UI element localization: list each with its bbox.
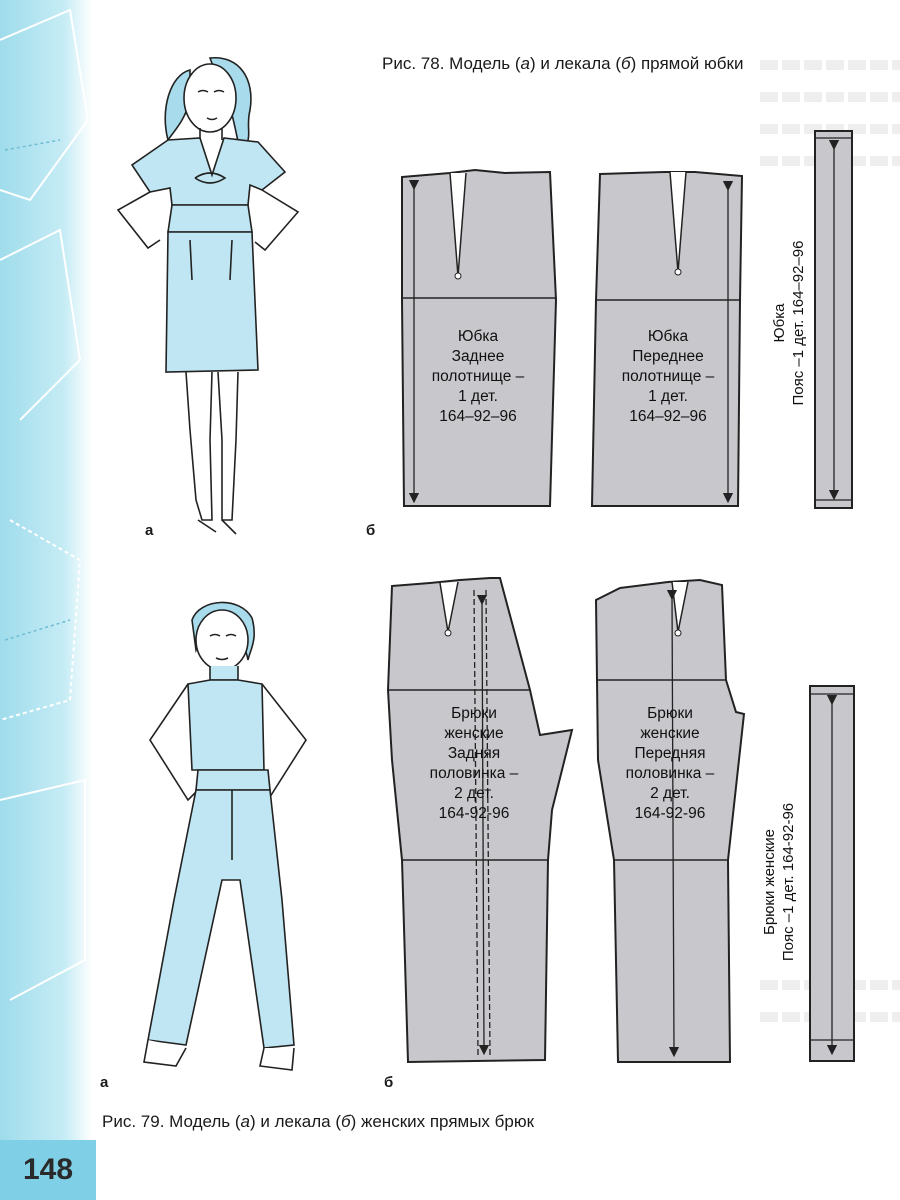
figure-78-label-b: б	[366, 522, 376, 539]
trousers-belt-pattern	[809, 685, 855, 1062]
figure-78-label-a: а	[145, 522, 154, 539]
trousers-belt-label: Брюки женские Пояс –1 дет. 164-92-96	[761, 802, 797, 962]
skirt-model-illustration	[116, 57, 300, 535]
skirt-front-panel-pattern	[590, 171, 744, 507]
skirt-front-panel-label: Юбка Переднее полотнище – 1 дет. 164–92–…	[621, 328, 715, 425]
skirt-belt-label: Юбка Пояс –1 дет. 164–92–96	[771, 240, 807, 406]
page-number-box: 148	[0, 1140, 96, 1200]
trousers-back-panel-pattern	[386, 577, 574, 1064]
skirt-back-panel-pattern	[401, 168, 558, 507]
skirt-back-panel-label: Юбка Заднее полотнище – 1 дет. 164–92–96	[431, 328, 525, 425]
figure-79-label-a: а	[100, 1074, 109, 1091]
figure-79-caption: Рис. 79. Модель (а) и лекала (б) женских…	[102, 1112, 535, 1131]
background-text-line	[760, 124, 900, 134]
left-margin-decoration	[0, 0, 92, 1200]
trousers-front-panel-label: Брюки женские Передняя половинка – 2 дет…	[625, 705, 715, 822]
skirt-belt-pattern	[814, 130, 853, 509]
margin-pattern-illustration	[0, 8, 90, 1001]
figure-78-caption: Рис. 78. Модель (а) и лекала (б) прямой …	[382, 54, 744, 73]
trousers-front-panel-pattern	[594, 578, 746, 1063]
trousers-back-panel-label: Брюки женские Задняя половинка – 2 дет. …	[429, 705, 519, 822]
trousers-model-illustration	[143, 601, 307, 1071]
background-text-line	[760, 60, 900, 70]
figure-79-label-b: б	[384, 1074, 394, 1091]
page-number: 148	[22, 1153, 74, 1186]
background-text-line	[760, 92, 900, 102]
